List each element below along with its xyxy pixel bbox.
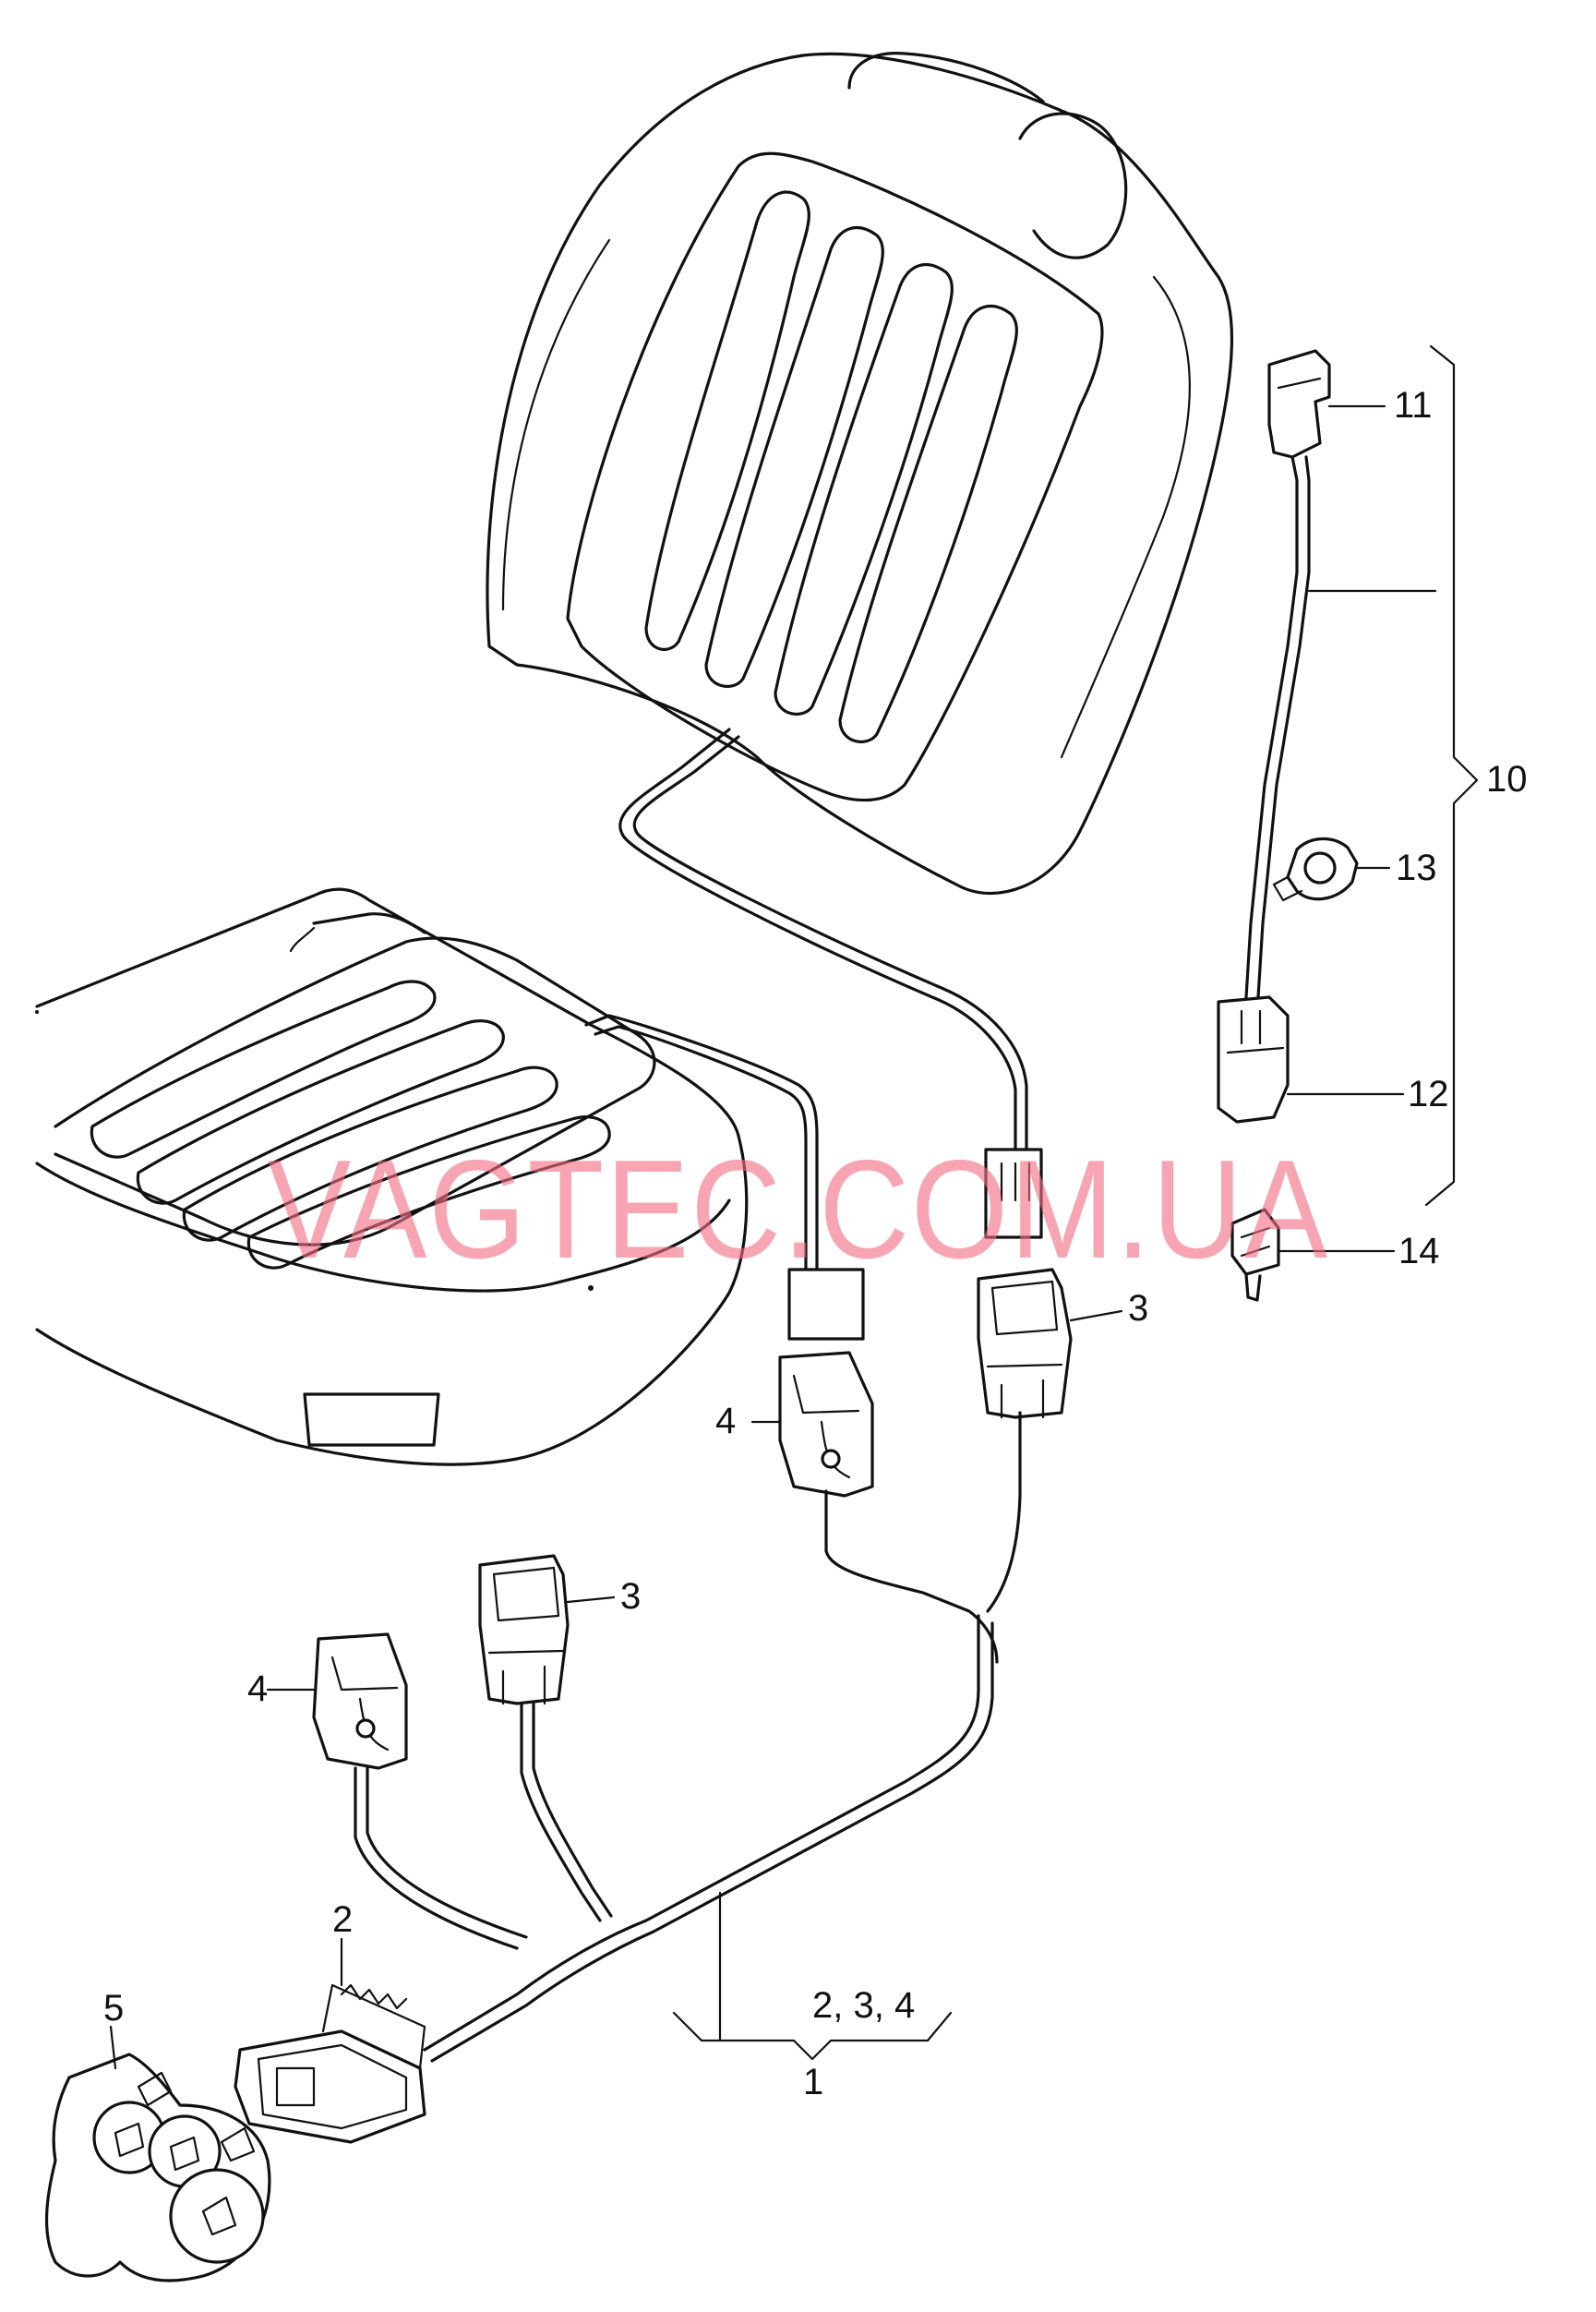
seat-backrest (486, 52, 1234, 895)
leader-lines (109, 404, 1437, 2070)
watermark: VAGTEC.COM.UA (268, 1131, 1329, 1288)
connector-cluster-5 (44, 2053, 271, 2282)
connector-3-lower (478, 1554, 570, 1705)
callout-11: 11 (1394, 385, 1433, 426)
connector-4-lower (312, 1632, 408, 1770)
clip-14 (1230, 1208, 1280, 1302)
bracket-1 (672, 2011, 953, 2061)
callout-3-lower: 3 (620, 1576, 641, 1617)
connector-3-upper (977, 1268, 1073, 1419)
callout-13: 13 (1396, 848, 1437, 888)
callout-10: 10 (1486, 759, 1528, 800)
seat-heater-harness (584, 728, 1043, 1341)
callout-4-upper: 4 (715, 1401, 736, 1441)
callout-12: 12 (1408, 1074, 1449, 1114)
clip-13 (1272, 837, 1359, 902)
harness-lower-wires (354, 1702, 613, 1950)
connector-4-upper (778, 1351, 874, 1498)
callout-1: 1 (803, 2062, 823, 2102)
seat-cushion (35, 887, 749, 1466)
connector-housing-2 (234, 1983, 426, 2144)
callout-3-upper: 3 (1128, 1288, 1148, 1329)
bracket-10 (1424, 344, 1479, 1207)
callout-5: 5 (103, 1988, 124, 2029)
callout-2: 2 (332, 1899, 353, 1940)
callout-14: 14 (1398, 1231, 1440, 1271)
harness-upper-wires (423, 1411, 1022, 2063)
callout-labels: 11 10 13 12 14 3 4 3 4 2 5 2, 3, 4 1 (103, 385, 1528, 2102)
callout-4-lower: 4 (247, 1668, 268, 1709)
wire-assembly-10 (1217, 349, 1331, 1124)
callout-2-3-4: 2, 3, 4 (812, 1985, 915, 2026)
